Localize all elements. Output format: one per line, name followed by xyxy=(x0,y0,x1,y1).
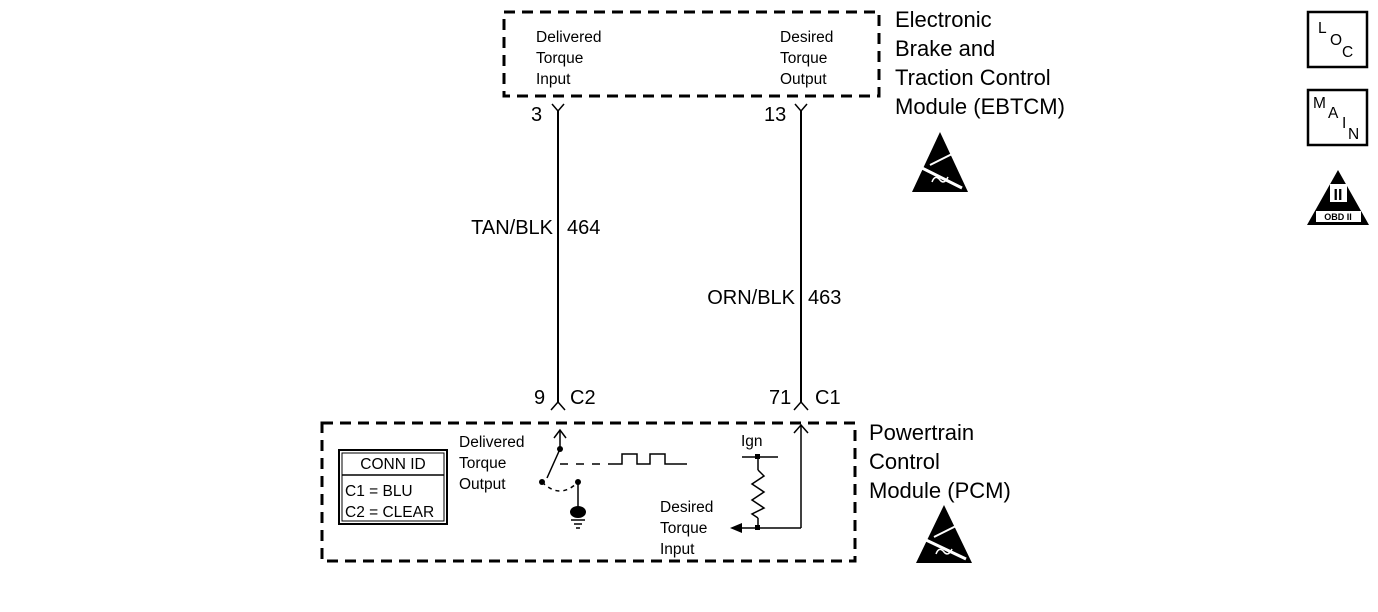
pcm-delivered-line3: Output xyxy=(459,476,506,493)
pcm-title-line3: Module (PCM) xyxy=(869,478,1011,503)
loc-icon-letter-c: C xyxy=(1342,44,1353,61)
pcm-conn-c1-label: C1 xyxy=(815,387,841,409)
main-icon-letter-m: M xyxy=(1313,95,1326,112)
ebtcm-title-line3: Traction Control xyxy=(895,65,1051,90)
main-icon: M A I N xyxy=(1306,88,1369,147)
main-icon-letter-a: A xyxy=(1328,105,1339,122)
wire-left-circuit-label: 464 xyxy=(567,217,600,239)
obd-ii-text: OBD II xyxy=(1324,212,1352,222)
loc-icon: L O C xyxy=(1306,10,1369,69)
main-icon-letter-n: N xyxy=(1348,126,1359,143)
main-icon-letter-i: I xyxy=(1342,115,1346,132)
ebtcm-delivered-line3: Input xyxy=(536,71,571,88)
conn-id-box xyxy=(338,449,448,525)
conn-id-header: CONN ID xyxy=(360,456,425,473)
ebtcm-delivered-line2: Torque xyxy=(536,50,583,67)
pcm-desired-line2: Torque xyxy=(660,520,707,537)
pcm-pin-9-label: 9 xyxy=(534,387,545,409)
pcm-delivered-line2: Torque xyxy=(459,455,506,472)
pcm-module-box xyxy=(320,421,857,563)
ebtcm-pin-13-label: 13 xyxy=(764,104,786,126)
desired-input-pullup-circuit xyxy=(730,423,809,533)
pcm-title-line2: Control xyxy=(869,449,940,474)
pcm-title-line1: Powertrain xyxy=(869,420,974,445)
pcm-desired-line1: Desired xyxy=(660,499,713,516)
delivered-output-switch-circuit xyxy=(539,428,687,529)
ebtcm-desired-line1: Desired xyxy=(780,29,833,46)
obd-ii-numeral: II xyxy=(1334,187,1343,204)
ebtcm-pin-3-connector xyxy=(551,103,565,113)
ebtcm-desired-line3: Output xyxy=(780,71,827,88)
conn-id-line1: C1 = BLU xyxy=(345,483,413,500)
ebtcm-delivered-line1: Delivered xyxy=(536,29,601,46)
ebtcm-pin-3-label: 3 xyxy=(531,104,542,126)
pcm-pin-71-connector xyxy=(793,400,809,411)
pcm-pin-71-label: 71 xyxy=(769,387,791,409)
wire-left-color-label: TAN/BLK xyxy=(471,217,554,239)
wire-right-circuit-label: 463 xyxy=(808,287,841,309)
conn-id-line2: C2 = CLEAR xyxy=(345,504,434,521)
ebtcm-pin-13-connector xyxy=(794,103,808,113)
ebtcm-module-box xyxy=(502,10,881,98)
pcm-desired-line3: Input xyxy=(660,541,695,558)
pcm-conn-c2-label: C2 xyxy=(570,387,596,409)
esd-warning-icon-pcm xyxy=(916,505,972,563)
pcm-ign-label: Ign xyxy=(741,433,763,450)
obd-ii-icon: II OBD II xyxy=(1307,170,1369,225)
ebtcm-desired-line2: Torque xyxy=(780,50,827,67)
ebtcm-title-line2: Brake and xyxy=(895,36,995,61)
loc-icon-letter-l: L xyxy=(1318,20,1327,37)
pcm-delivered-line1: Delivered xyxy=(459,434,524,451)
wire-right-color-label: ORN/BLK xyxy=(707,287,795,309)
loc-icon-letter-o: O xyxy=(1330,32,1342,49)
pcm-pin-9-connector xyxy=(550,400,566,411)
ebtcm-title-line1: Electronic xyxy=(895,7,992,32)
esd-warning-icon xyxy=(912,132,968,192)
ebtcm-title-line4: Module (EBTCM) xyxy=(895,94,1065,119)
